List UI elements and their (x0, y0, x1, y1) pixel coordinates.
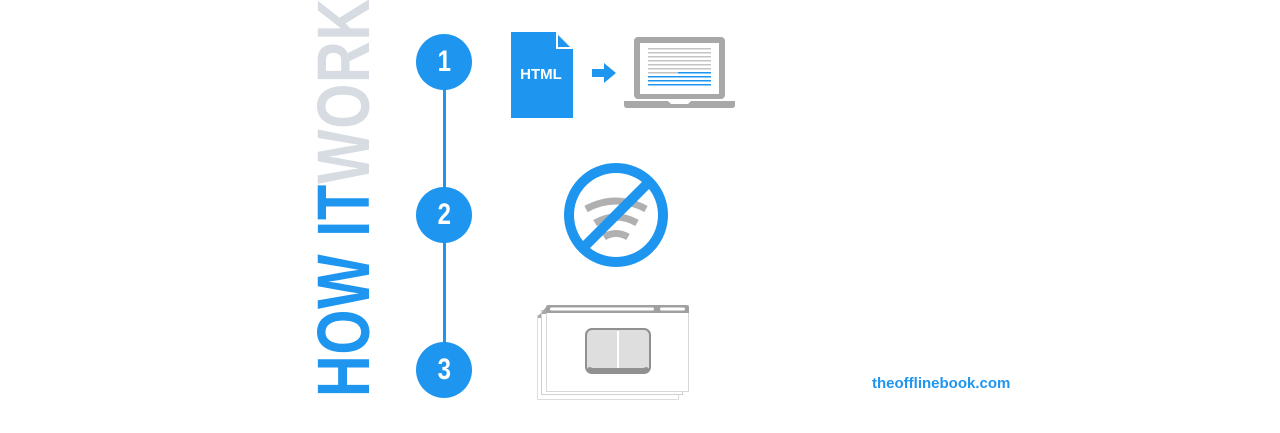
no-wifi-icon (562, 161, 670, 274)
title-part-how-it: HOW IT (302, 183, 385, 397)
book-icon (585, 328, 651, 379)
step-2-badge: 2 (416, 187, 472, 243)
title-part-works: WORKS (302, 0, 385, 184)
page-title: HOW IT WORKS (302, 0, 385, 397)
timeline-connector-1-2 (443, 88, 446, 189)
step-3-badge: 3 (416, 342, 472, 398)
html-document-label: HTML (520, 66, 562, 83)
step-1-number: 1 (437, 45, 451, 78)
html-document-icon: HTML (511, 32, 573, 118)
step-2-number: 2 (437, 198, 451, 231)
step-3-number: 3 (437, 353, 451, 386)
website-link[interactable]: theofflinebook.com (872, 375, 1011, 392)
timeline-connector-2-3 (443, 242, 446, 343)
arrow-right-icon (592, 63, 616, 88)
step-1-badge: 1 (416, 34, 472, 90)
laptop-icon (624, 37, 736, 115)
stacked-browser-windows-icon (536, 304, 692, 407)
